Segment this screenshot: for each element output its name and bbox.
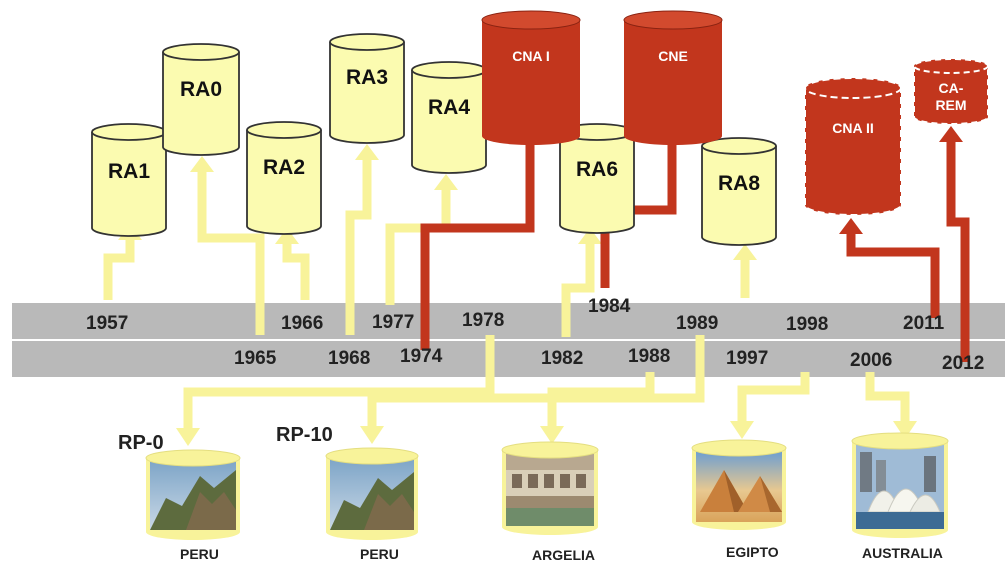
connector-2011-cna2 [846, 230, 940, 318]
year-1968: 1968 [328, 348, 371, 369]
cylinder-ra4 [411, 61, 487, 174]
label-cne: CNE [658, 48, 688, 64]
year-1989: 1989 [676, 313, 719, 334]
year-1998: 1998 [786, 314, 829, 335]
arrow-1977-ra4 [385, 185, 451, 305]
label-cna2: CNA II [832, 120, 874, 136]
label-cna1: CNA I [512, 48, 550, 64]
label-carem: CA- REM [935, 80, 967, 113]
cylinder-australia [851, 432, 949, 538]
arrow-1957-ra1 [103, 237, 135, 300]
arrow-1982-ra6 [561, 240, 595, 337]
plant-arrowheads [839, 126, 963, 234]
cylinder-cna2 [804, 77, 902, 216]
label-peru-1: PERU [180, 546, 219, 562]
cylinder-cne [623, 10, 723, 145]
arrow-1968-ra3 [345, 155, 372, 335]
arrow-1989-rp10 [367, 335, 705, 430]
arrow-1988-argelia [547, 372, 655, 430]
export-arrows [183, 335, 910, 432]
year-1984: 1984 [588, 296, 631, 317]
arrow-2006-australia [865, 372, 910, 425]
destination-cylinders [145, 432, 949, 540]
export-arrowheads [176, 421, 917, 446]
cylinder-ra3 [329, 33, 405, 144]
plant-cylinders [481, 10, 989, 216]
year-1966: 1966 [281, 313, 324, 334]
label-ra1: RA1 [107, 160, 150, 183]
cylinder-ra1 [91, 123, 167, 237]
cylinder-peru-rp0 [145, 449, 241, 540]
cylinder-cna1 [481, 10, 581, 145]
year-2012: 2012 [942, 353, 985, 374]
year-1974: 1974 [400, 346, 443, 367]
reactor-arrows [103, 155, 750, 337]
cylinder-ra2 [246, 121, 322, 235]
year-2011: 2011 [903, 313, 945, 334]
cylinder-ra8 [701, 137, 777, 246]
label-rp0: RP-0 [118, 432, 164, 454]
label-ra8: RA8 [717, 172, 760, 195]
label-ra4: RA4 [427, 96, 470, 119]
cylinder-carem [913, 58, 989, 125]
cylinder-ra0 [162, 43, 240, 156]
year-1982: 1982 [541, 348, 584, 369]
year-1977: 1977 [372, 312, 415, 333]
timeline-band [12, 303, 1005, 377]
year-2006: 2006 [850, 350, 893, 371]
label-ra0: RA0 [179, 78, 222, 101]
cylinder-argelia [501, 441, 599, 535]
plant-connectors [420, 138, 970, 362]
year-1978: 1978 [462, 310, 505, 331]
connector-1974-cna1 [420, 140, 535, 350]
label-egipto: EGIPTO [726, 544, 779, 560]
arrow-1965-ra0 [197, 168, 265, 335]
label-rp10: RP-10 [276, 424, 333, 446]
connector-1984-cne [600, 142, 677, 288]
label-peru-2: PERU [360, 546, 399, 562]
label-australia: AUSTRALIA [862, 545, 943, 561]
year-1997: 1997 [726, 348, 769, 369]
label-ra6: RA6 [575, 158, 618, 181]
label-ra3: RA3 [345, 66, 388, 89]
year-1957: 1957 [86, 313, 129, 334]
year-1988: 1988 [628, 346, 671, 367]
label-argelia: ARGELIA [532, 547, 595, 563]
cylinder-egipto [691, 439, 787, 530]
arrow-1998-egipto [737, 372, 810, 425]
cylinder-peru-rp10 [325, 447, 419, 540]
label-ra2: RA2 [262, 156, 305, 179]
year-1965: 1965 [234, 348, 277, 369]
connector-2012-carem [946, 138, 970, 362]
reactor-cylinders [91, 33, 777, 246]
arrow-1966-ra2 [282, 240, 310, 300]
arrow-1978-rp0 [183, 335, 495, 432]
